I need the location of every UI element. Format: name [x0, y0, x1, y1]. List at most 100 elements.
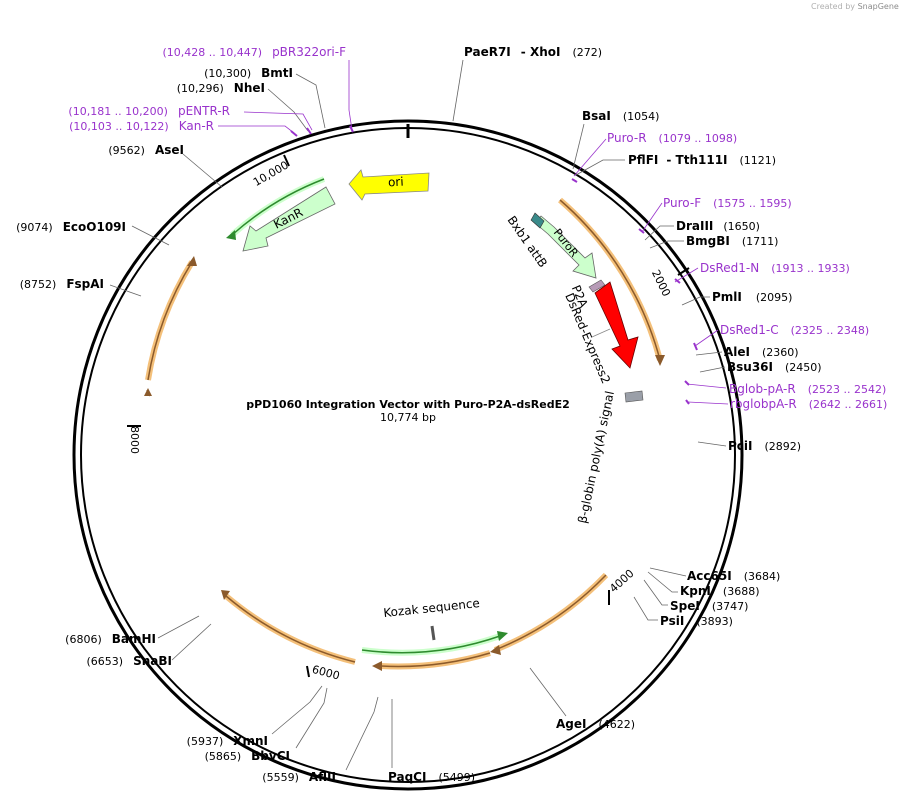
- enzyme-aflii: (5559)AflII: [262, 770, 336, 784]
- orf-arc-lower-right-head: [490, 645, 501, 655]
- enzyme-acc65i: Acc65I(3684): [687, 569, 780, 583]
- leader-asei: [182, 153, 223, 188]
- dsred-leader: [591, 328, 611, 338]
- enzyme-spei-name: SpeI: [670, 599, 700, 613]
- feature-arrows: ori KanR PuroR: [242, 169, 644, 641]
- enzyme-xhoi-pos: (272): [572, 46, 602, 59]
- orf-arc-left-line: [147, 261, 193, 381]
- orf-arc-right-head: [655, 355, 665, 366]
- enzyme-draiii-pos: (1650): [723, 220, 760, 233]
- enzyme-tth111i-pos: (1121): [740, 154, 777, 167]
- leader-dsred1-n: [674, 267, 699, 283]
- orf-arc-right-line: [559, 199, 661, 361]
- mark-pentr-r: [306, 127, 312, 135]
- orf-arc-bottom-head: [372, 661, 382, 671]
- primer-kan-r-name: Kan-R: [179, 119, 214, 133]
- tick-label-4000: 4000: [607, 567, 637, 595]
- credit-brand: SnapGene: [857, 2, 899, 11]
- enzyme-bsu36i-name: Bsu36I: [727, 360, 773, 374]
- enzyme-pcii: PciI(2892): [728, 439, 801, 453]
- tick-6000: [306, 665, 310, 678]
- enzyme-spei-pos: (3747): [712, 600, 749, 613]
- enzyme-aflii-pos: (5559): [262, 771, 299, 784]
- primer-puro-f-range: (1575 .. 1595): [713, 197, 792, 210]
- leader-psii: [633, 596, 658, 621]
- primer-dsred1-c-name: DsRed1-C: [720, 323, 779, 337]
- primer-pbr322ori-f-name: pBR322ori-F: [272, 45, 346, 59]
- globin-polya-block: [624, 390, 644, 403]
- primer-pbr322ori-f-range: (10,428 .. 10,447): [163, 46, 263, 59]
- enzyme-psii-pos: (3893): [696, 615, 733, 628]
- bxb1-attb-block: [530, 212, 545, 229]
- map-length: 10,774 bp: [380, 411, 436, 424]
- enzyme-spei: SpeI (3747): [670, 599, 748, 613]
- leader-ecoo109i: [131, 225, 170, 246]
- primer-dsred1-c-range: (2325 .. 2348): [791, 324, 870, 337]
- leader-bsu36i: [699, 366, 726, 373]
- tick-label-2000: 2000: [649, 268, 673, 299]
- puror-arrow: [534, 215, 597, 279]
- primer-puro-f-name: Puro-F: [663, 196, 701, 210]
- leader-kan-r: [218, 125, 295, 134]
- primer-puro-f: Puro-F (1575 .. 1595): [663, 196, 792, 210]
- enzyme-xmni-pos: (5937): [187, 735, 224, 748]
- dsred-arrow: [594, 281, 639, 369]
- enzyme-kpni-name: KpnI: [680, 584, 711, 598]
- mark-puro-r: [571, 178, 578, 183]
- enzyme-fspai-name: FspAI: [66, 277, 104, 291]
- green-arcs: [226, 176, 508, 656]
- enzyme-ecoo109i-pos: (9074): [16, 221, 53, 234]
- enzyme-xmni: (5937)XmnI: [187, 734, 268, 748]
- enzyme-bmti-pos: (10,300): [204, 67, 251, 80]
- orf-arc-lower-left-line: [225, 595, 356, 663]
- snapgene-credit: Created by SnapGene: [811, 2, 899, 11]
- mark-puro-f: [638, 228, 645, 234]
- globin-polya-label: β-globin poly(A) signal: [575, 390, 617, 525]
- primer-rbglobpa-r: rbglobpA-R(2642 .. 2661): [730, 397, 887, 411]
- primer-bglob-pa-r-range: (2523 .. 2542): [808, 383, 887, 396]
- ori-label: ori: [388, 175, 404, 190]
- primer-kan-r: (10,103 .. 10,122)Kan-R: [69, 119, 214, 133]
- kanr-label: KanR: [271, 205, 305, 232]
- leader-xmni: [271, 685, 323, 735]
- leader-bmgbi: [649, 240, 684, 249]
- enzyme-pmli-name: PmlI: [712, 290, 742, 304]
- green-arc-bottom-line: [361, 635, 501, 654]
- enzyme-bamhi-name: BamHI: [112, 632, 156, 646]
- leader-bglob-pa-r: [686, 383, 727, 389]
- leader-paer7i: [452, 59, 464, 122]
- puror-label: PuroR: [551, 226, 581, 260]
- enzyme-nhei: (10,296)NheI: [177, 81, 265, 95]
- mark-kan-r: [290, 130, 298, 137]
- tick-label-6000: 6000: [311, 663, 341, 683]
- enzyme-kpni: KpnI(3688): [680, 584, 759, 598]
- leader-acc65i: [649, 567, 687, 577]
- orf-arc-bottom-line: [379, 652, 491, 668]
- tick-label-8000: 8000: [128, 426, 141, 454]
- enzyme-agei: AgeI(4622): [556, 717, 635, 731]
- enzyme-pmli-pos: (2095): [756, 291, 793, 304]
- enzyme-bbvci-name: BbvCI: [251, 749, 290, 763]
- enzyme-bamhi: (6806)BamHI: [65, 632, 156, 646]
- enzyme-bmgbi-name: BmgBI: [686, 234, 730, 248]
- green-arc-bottom: [361, 633, 501, 656]
- enzyme-ecoo109i-name: EcoO109I: [63, 220, 126, 234]
- orf-arc-left: [145, 260, 195, 381]
- enzyme-psii: PsiI(3893): [660, 614, 733, 628]
- enzyme-pcii-pos: (2892): [765, 440, 802, 453]
- enzyme-asei-name: AseI: [155, 143, 184, 157]
- leader-pbr322ori-f: [348, 60, 353, 131]
- ori-arrow: [348, 169, 430, 201]
- enzyme-pflfi-tth111i: PflFI- Tth111I(1121): [628, 153, 776, 167]
- primer-pentr-r: (10,181 .. 10,200)pENTR-R: [68, 104, 230, 118]
- backbone: [72, 119, 744, 791]
- enzyme-bsai: BsaI(1054): [582, 109, 659, 123]
- tick-10000: [283, 154, 290, 167]
- tick-2000: [677, 267, 690, 276]
- kozak-label: Kozak sequence: [383, 596, 481, 620]
- enzyme-tth111i-name: Tth111I: [676, 153, 728, 167]
- enzyme-nhei-pos: (10,296): [177, 82, 224, 95]
- enzyme-draiii: DraIII(1650): [676, 219, 760, 233]
- enzyme-paqci-name: PaqCI: [388, 770, 426, 784]
- mark-rbglobpa-r: [685, 399, 690, 405]
